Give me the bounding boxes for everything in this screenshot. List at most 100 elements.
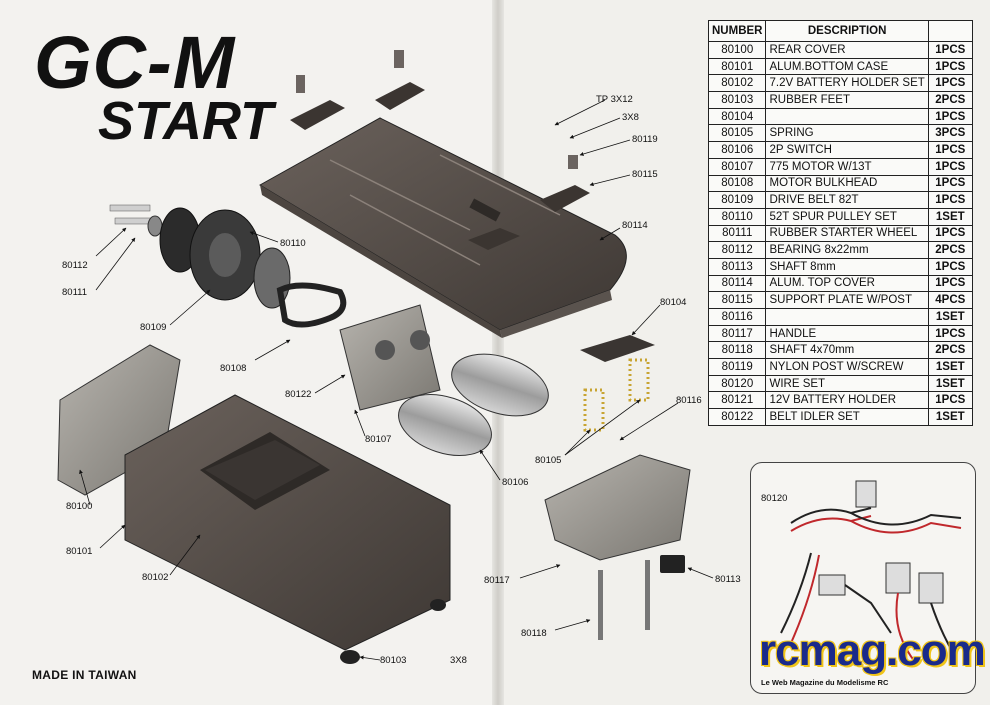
part-number: 80118 bbox=[707, 341, 767, 360]
battery-holder bbox=[205, 440, 320, 500]
header-description: DESCRIPTION bbox=[765, 20, 929, 42]
part-description: 775 MOTOR W/13T bbox=[765, 157, 929, 176]
part-qty: 1PCS bbox=[927, 74, 973, 93]
part-description: 12V BATTERY HOLDER bbox=[765, 391, 929, 410]
part-description: REAR COVER bbox=[765, 41, 929, 59]
callout-80110: 80109 bbox=[140, 322, 166, 333]
part-number: 80111 bbox=[707, 224, 767, 243]
header-qty bbox=[927, 20, 973, 42]
part-number: 80121 bbox=[707, 391, 767, 410]
part-qty: 1SET bbox=[927, 374, 973, 393]
part-number: 80115 bbox=[707, 291, 767, 309]
made-in-label: MADE IN TAIWAN bbox=[32, 668, 137, 682]
callout-80119: 80119 bbox=[632, 134, 658, 145]
springs bbox=[583, 358, 650, 432]
part-qty: 1PCS bbox=[927, 324, 973, 343]
part-number: 80107 bbox=[707, 157, 767, 176]
part-qty: 1PCS bbox=[927, 174, 973, 193]
part-number: 80120 bbox=[707, 374, 767, 393]
part-qty: 1PCS bbox=[927, 191, 973, 209]
part-qty: 2PCS bbox=[927, 91, 973, 109]
callout-80107: 80106 bbox=[502, 477, 528, 488]
callout-80103: 80103 bbox=[380, 655, 406, 666]
callout-80105: 80105 bbox=[535, 455, 561, 466]
callout-80122: 80122 bbox=[285, 389, 311, 400]
part-number: 80101 bbox=[707, 57, 767, 76]
part-description: DRIVE BELT 82T bbox=[765, 191, 929, 209]
part-qty: 2PCS bbox=[927, 341, 973, 360]
callout-80101: 80101 bbox=[66, 546, 92, 557]
part-qty: 1PCS bbox=[927, 157, 973, 176]
part-description: SHAFT 4x70mm bbox=[765, 341, 929, 360]
shaft-and-bearings bbox=[109, 204, 163, 237]
part-number: 80100 bbox=[707, 41, 767, 59]
switch bbox=[660, 555, 685, 573]
wire-set-drawing bbox=[780, 480, 962, 664]
callout-80108: 80107 bbox=[365, 434, 391, 445]
part-qty: 1SET bbox=[927, 207, 973, 226]
support-plate-mid bbox=[375, 50, 425, 110]
part-description: RUBBER STARTER WHEEL bbox=[765, 224, 929, 243]
part-description: WIRE SET bbox=[765, 374, 929, 393]
part-qty: 1SET bbox=[927, 308, 973, 326]
part-description: 7.2V BATTERY HOLDER SET bbox=[765, 74, 929, 93]
subtitle: START bbox=[98, 91, 273, 151]
motor-lower bbox=[398, 394, 492, 456]
part-qty: 1PCS bbox=[927, 107, 973, 126]
part-description bbox=[765, 308, 929, 326]
part-description: 2P SWITCH bbox=[765, 141, 929, 159]
header-number: NUMBER bbox=[707, 20, 767, 42]
part-qty: 3PCS bbox=[927, 124, 973, 143]
part-number: 80109 bbox=[707, 191, 767, 209]
part-number: 80112 bbox=[707, 241, 767, 259]
support-plate-left bbox=[290, 75, 345, 130]
part-description: SHAFT 8mm bbox=[765, 257, 929, 276]
callout-80117: 80117 bbox=[484, 575, 510, 586]
callout-80112: 80111 bbox=[62, 287, 87, 298]
part-description: RUBBER FEET bbox=[765, 91, 929, 109]
part-qty: 1PCS bbox=[927, 41, 973, 59]
support-plate-center bbox=[468, 228, 520, 250]
callout-80113: 80112 bbox=[62, 260, 88, 271]
part-qty: 1PCS bbox=[927, 257, 973, 276]
callout-80118: 80118 bbox=[521, 628, 547, 639]
part-qty: 1PCS bbox=[927, 224, 973, 243]
part-description: ALUM. TOP COVER bbox=[765, 274, 929, 293]
part-number: 80113 bbox=[707, 257, 767, 276]
brand-watermark: rcmag.com Le Web Magazine du Modelisme R… bbox=[757, 626, 986, 698]
callout-tp3x12: TP 3X12 bbox=[596, 94, 633, 105]
part-number: 80103 bbox=[707, 91, 767, 109]
wire-set-panel: 80120 bbox=[750, 462, 976, 694]
part-qty: 1PCS bbox=[927, 141, 973, 159]
part-description: NYLON POST W/SCREW bbox=[765, 358, 929, 376]
rubber-feet bbox=[340, 599, 446, 664]
handle bbox=[544, 454, 691, 561]
starter-wheel bbox=[159, 207, 291, 309]
support-plate-right bbox=[540, 155, 590, 212]
part-qty: 4PCS bbox=[927, 291, 973, 309]
callout-80114: 80114 bbox=[622, 220, 648, 231]
wire-set-label: 80120 bbox=[761, 493, 788, 504]
callout-80109: 80108 bbox=[220, 363, 246, 374]
title: GC-M bbox=[34, 21, 236, 104]
